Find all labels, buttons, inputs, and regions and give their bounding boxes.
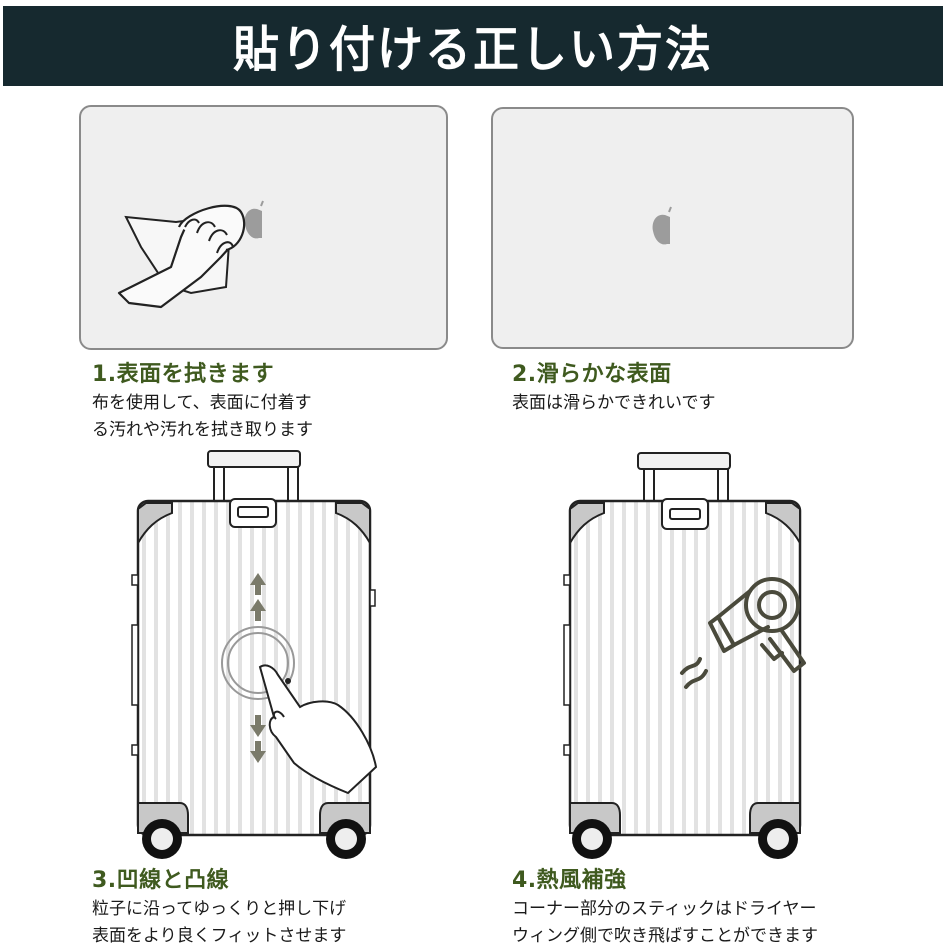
step-4-text-line-1: コーナー部分のスティックはドライヤー [512,899,817,919]
clean-laptop-lid-icon [652,206,672,245]
step-3-text-line-1: 粒子に沿ってゆっくりと押し下げ [92,899,347,919]
step-4-text-line-2: ウィング側で吹き飛ばすことができます [512,926,818,946]
banner-title: 貼り付ける正しい方法 [233,20,713,78]
step-2-text-line-1: 表面は滑らかできれいです [512,393,716,413]
suitcase-hair-dryer-icon [563,452,806,859]
step-1-caption: 1.表面を拭きます 布を使用して、表面に付着す る汚れや汚れを拭き取ります [92,360,392,444]
suitcase-finger-press-icon [131,450,378,859]
hand-wiping-laptop-lid-icon [117,200,264,309]
step-1-text-line-1: 布を使用して、表面に付着す [92,393,312,413]
title-banner: 貼り付ける正しい方法 [3,6,943,86]
step-2-heading: 2.滑らかな表面 [512,362,672,387]
step-3-caption: 3.凹線と凸線 粒子に沿ってゆっくりと押し下げ 表面をより良くフィットさせます [92,866,422,950]
step-4-heading: 4.熱風補強 [512,868,627,893]
step-3-heading: 3.凹線と凸線 [92,868,230,893]
step-1-heading: 1.表面を拭きます [92,362,275,387]
laptop-lid-panel-clean [491,107,854,349]
laptop-lid-panel-wiping [79,105,448,350]
step-4-caption: 4.熱風補強 コーナー部分のスティックはドライヤー ウィング側で吹き飛ばすことが… [512,866,942,950]
suitcase-hair-dryer-illustration [560,445,830,865]
step-1-text-line-2: る汚れや汚れを拭き取ります [92,420,313,440]
suitcase-finger-press-illustration [128,445,408,865]
step-3-text-line-2: 表面をより良くフィットさせます [92,926,347,946]
step-2-caption: 2.滑らかな表面 表面は滑らかできれいです [512,360,812,417]
